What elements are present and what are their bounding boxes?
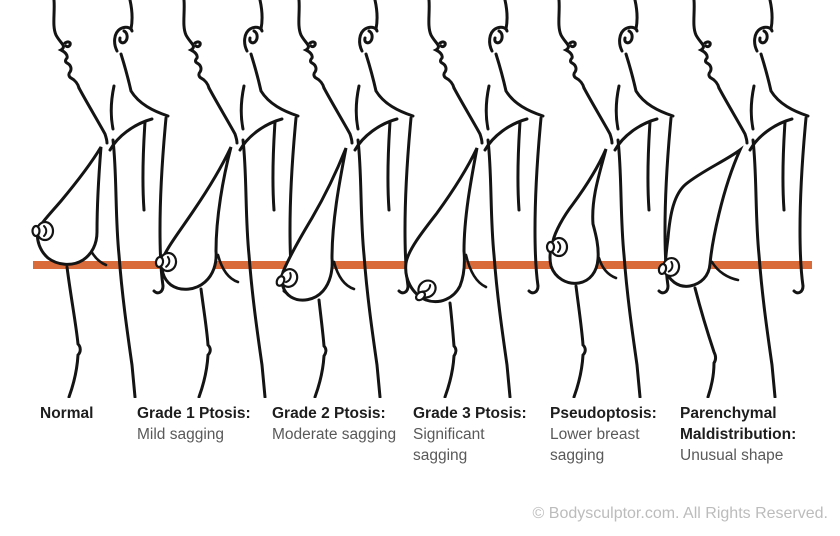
- figure-description: Mild sagging: [137, 426, 225, 443]
- figure-title: Grade 3 Ptosis:: [413, 405, 527, 422]
- figures-illustration: [31, 0, 812, 398]
- figure-label-parenchymal-maldistribution: Parenchymal Maldistribution: Unusual sha…: [680, 403, 814, 466]
- figure-grade-2-ptosis: [275, 0, 415, 398]
- figure-label-grade-1-ptosis: Grade 1 Ptosis: Mild sagging: [137, 403, 251, 445]
- figure-description: Unusual shape: [680, 447, 784, 464]
- figure-label-normal: Normal: [40, 403, 93, 424]
- figure-title: Grade 2 Ptosis:: [272, 405, 386, 422]
- figure-label-grade-3-ptosis: Grade 3 Ptosis: Significant sagging: [413, 403, 527, 466]
- figure-description: Moderate sagging: [272, 426, 397, 443]
- figure-label-pseudoptosis: Pseudoptosis: Lower breast sagging: [550, 403, 657, 466]
- figure-label-grade-2-ptosis: Grade 2 Ptosis: Moderate sagging: [272, 403, 396, 445]
- figure-pseudoptosis: [545, 0, 675, 398]
- figure-title: Grade 1 Ptosis:: [137, 405, 251, 422]
- figure-normal: [31, 0, 170, 398]
- figure-description: Significant sagging: [413, 426, 485, 464]
- copyright-text: © Bodysculptor.com. All Rights Reserved.: [532, 505, 828, 522]
- figure-description: Lower breast sagging: [550, 426, 640, 464]
- figure-title: Parenchymal Maldistribution:: [680, 405, 797, 443]
- figure-grade-1-ptosis: [154, 0, 300, 398]
- figure-title: Pseudoptosis:: [550, 405, 657, 422]
- figure-parenchymal-maldistribution: [657, 0, 810, 398]
- figure-title: Normal: [40, 405, 94, 422]
- figure-grade-3-ptosis: [404, 0, 545, 398]
